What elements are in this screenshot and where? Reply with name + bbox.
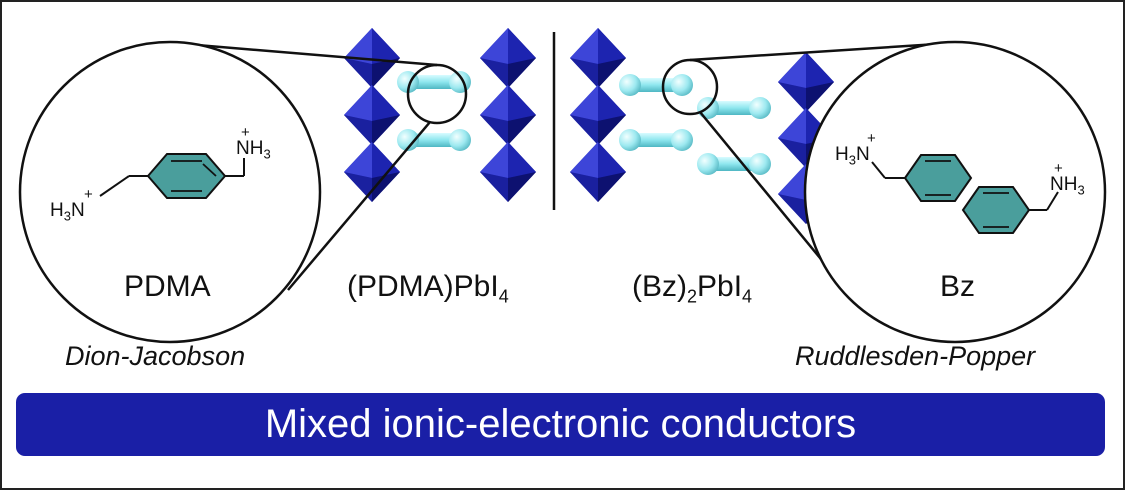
bz-molecule-left — [871, 154, 973, 202]
octahedron — [570, 85, 626, 145]
octahedron — [570, 28, 626, 88]
octahedron — [344, 142, 400, 202]
pdma-magnifier — [18, 40, 468, 344]
zoom-line — [689, 41, 954, 62]
pdma-bottom-ammonium: H3N — [50, 200, 85, 224]
charge-plus: + — [241, 124, 250, 141]
charge-plus: + — [867, 130, 876, 147]
zoom-line — [172, 41, 438, 67]
pdma-molecule — [99, 153, 245, 199]
zoom-line — [287, 121, 431, 291]
conductor-banner: Mixed ionic-electronic conductors — [16, 393, 1105, 456]
charge-plus: + — [84, 186, 93, 203]
pdma-label: PDMA — [124, 270, 211, 303]
bz-formula: (Bz)2PbI4 — [632, 270, 753, 307]
octahedron — [480, 142, 536, 202]
charge-plus: + — [1054, 160, 1063, 177]
ruddlesden-popper-label: Ruddlesden-Popper — [795, 341, 1036, 371]
octahedron — [480, 28, 536, 88]
dion-jacobson-label: Dion-Jacobson — [65, 341, 246, 371]
bz-left-ammonium: H3N — [835, 144, 870, 168]
pdma-perovskite-structure — [344, 28, 536, 202]
octahedron — [344, 85, 400, 145]
bz-perovskite-structure — [570, 28, 834, 224]
bz-molecule-right — [961, 186, 1059, 234]
bz-label: Bz — [940, 270, 976, 303]
bz-magnifier — [661, 40, 1107, 344]
bz-spacer-rod — [619, 74, 693, 96]
pdma-formula: (PDMA)PbI4 — [347, 270, 509, 307]
zoom-circle-small — [406, 63, 468, 125]
bz-spacer-rod — [697, 153, 771, 175]
octahedron — [778, 52, 834, 112]
bz-spacer-rod — [619, 129, 693, 151]
pdma-top-ammonium: NH3 — [236, 138, 271, 162]
octahedron — [480, 85, 536, 145]
bz-right-ammonium: NH3 — [1050, 174, 1085, 198]
banner-text: Mixed ionic-electronic conductors — [264, 402, 857, 446]
octahedron — [570, 142, 626, 202]
